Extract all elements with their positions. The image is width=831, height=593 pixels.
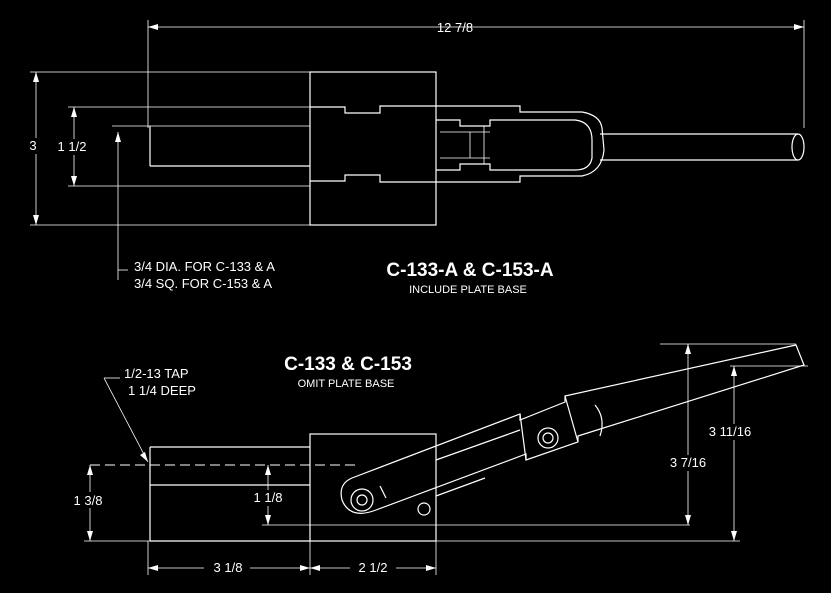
- top-linkage: [310, 105, 805, 183]
- dim-rise-b: 3 11/16: [436, 365, 808, 542]
- dim-height-label: 3: [29, 138, 36, 153]
- link-pin-outer: [537, 427, 559, 449]
- top-plunger: [112, 125, 310, 167]
- dim-center-height-label: 1 1/8: [254, 490, 283, 505]
- note-sq: 3/4 SQ. FOR C-153 & A: [134, 276, 272, 291]
- side-view-subtitle: OMIT PLATE BASE: [298, 378, 395, 390]
- dim-height: 3: [22, 71, 310, 226]
- link-pin-inner: [542, 432, 554, 444]
- dim-rise-b-label: 3 11/16: [709, 424, 751, 439]
- side-plunger: [149, 446, 310, 486]
- dim-bar-width-label: 1 1/2: [58, 139, 87, 154]
- dim-bottom-lengths: 3 1/8 2 1/2: [147, 541, 437, 576]
- side-handle: [340, 344, 805, 516]
- dim-overall-length-label: 12 7/8: [437, 20, 473, 35]
- pivot-circle-outer: [350, 488, 374, 512]
- dim-overall-length: 12 7/8: [147, 20, 805, 128]
- leader-plunger-size: 3/4 DIA. FOR C-133 & A 3/4 SQ. FOR C-153…: [115, 132, 275, 291]
- note-tap-depth: 1 1/4 DEEP: [128, 383, 196, 398]
- top-body-block: [309, 71, 437, 226]
- top-view: 12 7/8 3 1 1/2: [22, 20, 805, 296]
- dim-rise-a: 3 7/16: [660, 343, 796, 525]
- dim-body-length-label: 2 1/2: [359, 560, 388, 575]
- top-view-title: C-133-A & C-153-A: [386, 260, 553, 281]
- dim-plunger-length-label: 3 1/8: [214, 560, 243, 575]
- dim-rise-a-label: 3 7/16: [670, 455, 706, 470]
- note-dia: 3/4 DIA. FOR C-133 & A: [134, 259, 275, 274]
- top-view-subtitle: INCLUDE PLATE BASE: [409, 284, 527, 296]
- note-tap: 1/2-13 TAP: [124, 366, 189, 381]
- dim-bar-width: 1 1/2: [54, 106, 310, 187]
- dim-left-height: 1 3/8: [68, 465, 150, 542]
- pivot-circle-inner: [356, 494, 368, 506]
- dim-left-height-label: 1 3/8: [74, 493, 103, 508]
- side-view: C-133 & C-153 OMIT PLATE BASE 1/2-13 TAP…: [68, 343, 808, 576]
- side-view-title: C-133 & C-153: [284, 354, 412, 375]
- dim-center-height: 1 1/8: [248, 465, 690, 526]
- leader-tap: 1/2-13 TAP 1 1/4 DEEP: [103, 366, 196, 463]
- base-pin: [417, 502, 431, 516]
